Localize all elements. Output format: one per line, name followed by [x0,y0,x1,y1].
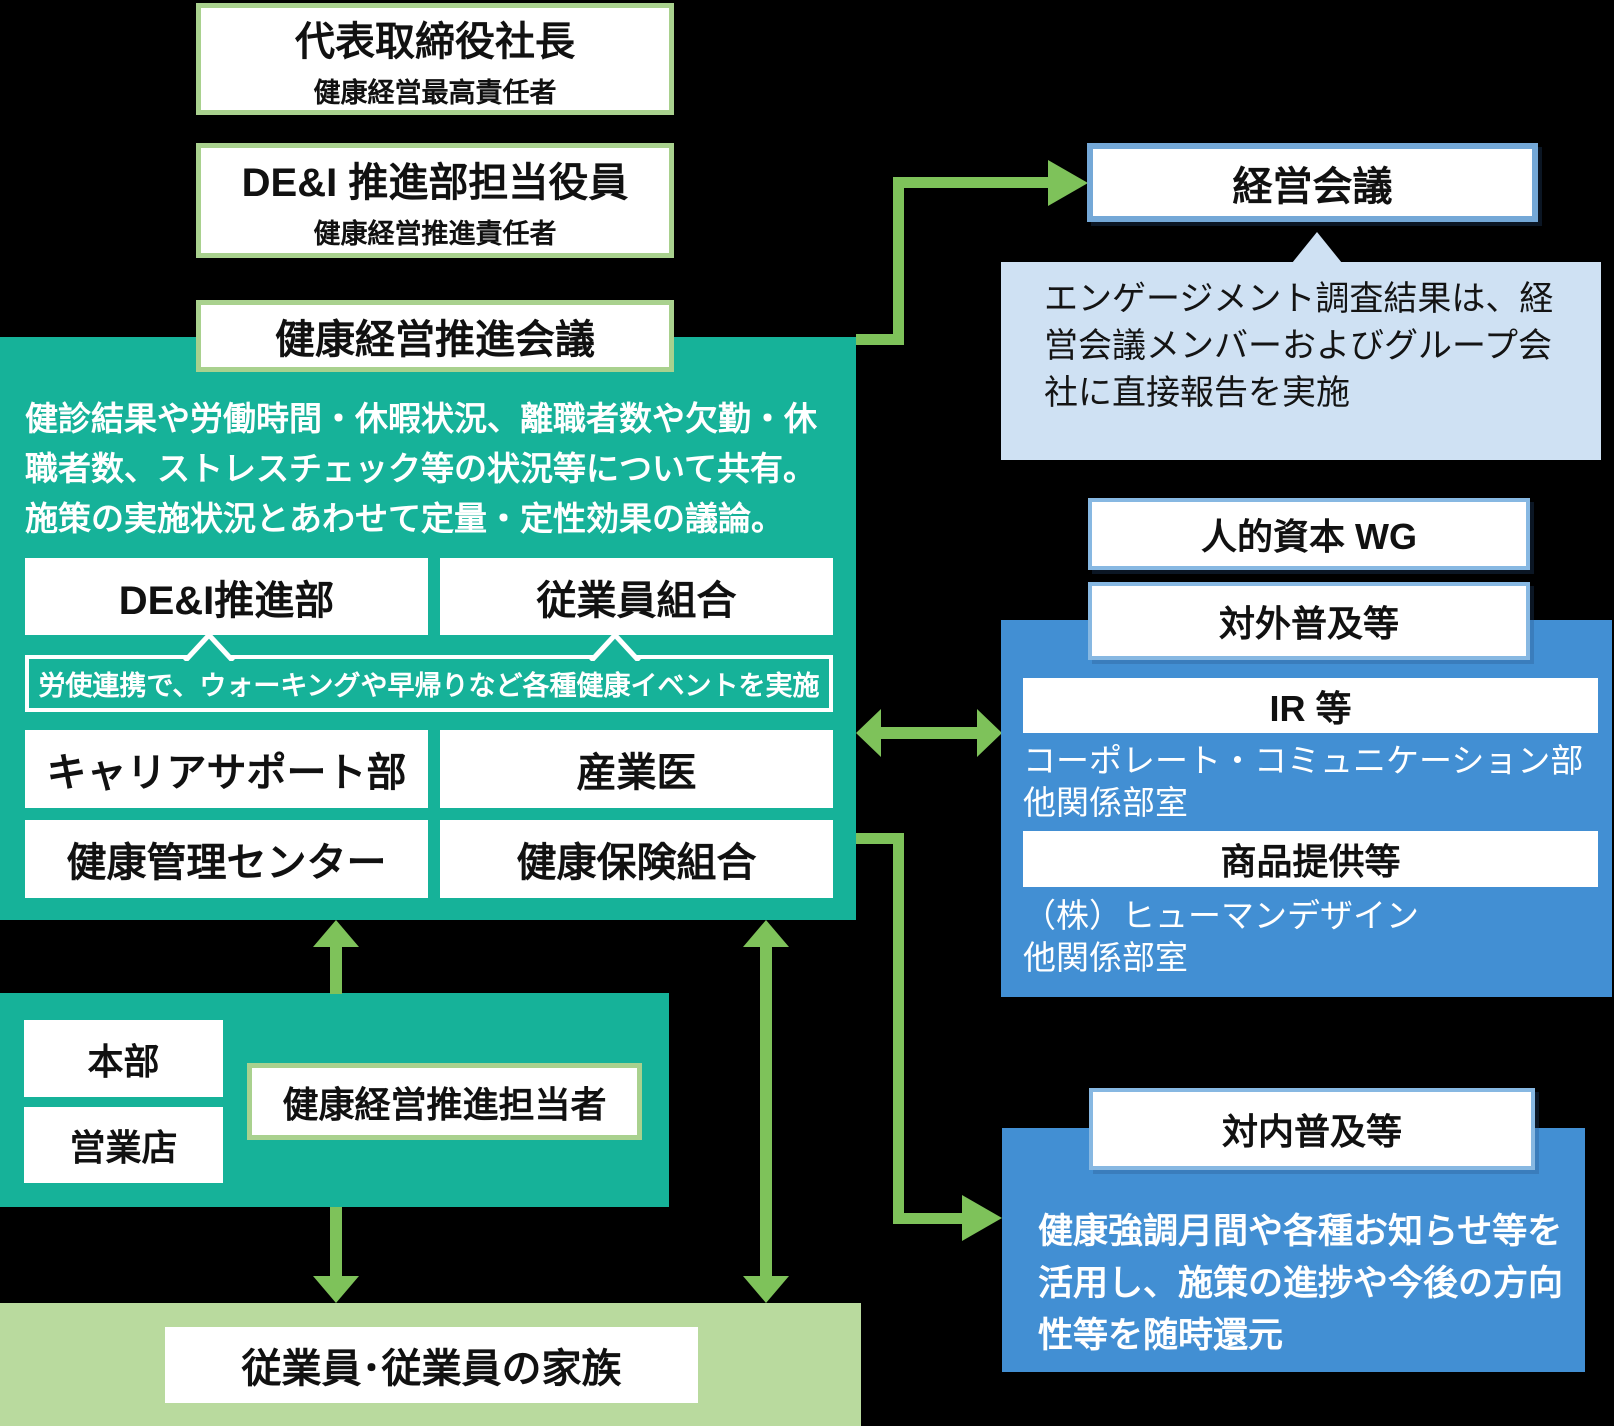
honbu-label: 本部 [87,1040,160,1082]
external-promotion-box: 対外普及等 [1088,582,1530,660]
management-meeting-box: 経営会議 [1087,143,1538,222]
elbow2-seg [893,1213,963,1224]
elbow2-head-icon [962,1195,1002,1241]
dei-officer-title: DE&I 推進部担当役員 [241,161,629,205]
elbow1-seg [893,177,904,345]
products-title: 商品提供等 [1220,841,1401,882]
arrow-up-shaft [330,945,342,994]
internal-promotion-box: 対内普及等 [1089,1088,1535,1170]
member-label: 健康管理センター [66,841,387,885]
double-arrow-down-head-icon [743,1276,789,1303]
double-arrow-up-head-icon [743,920,789,947]
member-label: DE&I推進部 [118,578,335,623]
arrow-up-head-icon [313,920,359,947]
arrow-down-head-icon [313,1276,359,1303]
member-box-insurance: 健康保険組合 [440,820,833,898]
dei-officer-box: DE&I 推進部担当役員 健康経営推進責任者 [196,143,674,258]
ir-box: IR 等 [1023,678,1598,733]
honbu-box: 本部 [24,1020,223,1097]
field-box: 本部 営業店 健康経営推進担当者 [0,993,669,1207]
dei-officer-subtitle: 健康経営推進責任者 [313,219,557,249]
member-box-union: 従業員組合 [440,558,833,635]
council-title: 健康経営推進会議 [275,318,595,362]
human-capital-wg-title: 人的資本 WG [1201,516,1417,557]
member-box-career: キャリアサポート部 [25,730,428,808]
internal-blue-panel: 健康強調月間や各種お知らせ等を 活用し、施策の進捗や今後の方向 性等を随時還元 [1002,1128,1585,1372]
labor-note-box: 労使連携で、ウォーキングや早帰りなど各種健康イベントを実施 [25,655,833,712]
callout-notch-icon [1292,232,1342,263]
member-label: 産業医 [576,751,697,795]
employees-band: 従業員･従業員の家族 [0,1303,861,1426]
member-label: キャリアサポート部 [46,751,407,795]
employees-box: 従業員･従業員の家族 [165,1327,698,1403]
elbow2-seg [893,833,904,1224]
products-box: 商品提供等 [1023,831,1598,887]
promoter-box: 健康経営推進担当者 [247,1063,642,1140]
internal-note-text: 健康強調月間や各種お知らせ等を 活用し、施策の進捗や今後の方向 性等を随時還元 [1038,1212,1564,1355]
elbow1-head-icon [1048,160,1088,206]
president-subtitle: 健康経営最高責任者 [313,77,557,108]
hdouble-shaft [878,727,980,739]
council-description: 健診結果や労働時間・休暇状況、離職者数や欠勤・休 職者数、ストレスチェック等の状… [25,400,817,537]
member-label: 健康保険組合 [516,841,757,885]
member-label: 従業員組合 [536,578,737,623]
council-title-box: 健康経営推進会議 [196,300,674,372]
external-blue-panel: IR 等 コーポレート・コミュニケーション部 他関係部室 商品提供等 （株）ヒュ… [1001,620,1612,997]
president-title: 代表取締役社長 [295,19,575,64]
eigyoten-label: 営業店 [69,1127,178,1168]
notch-up-icon [183,632,235,661]
elbow1-seg [893,177,1049,188]
eigyoten-box: 営業店 [24,1107,223,1183]
internal-promotion-title: 対内普及等 [1221,1111,1402,1152]
elbow1-seg [856,334,904,345]
member-box-dei: DE&I推進部 [25,558,428,635]
labor-note-text: 労使連携で、ウォーキングや早帰りなど各種健康イベントを実施 [38,671,820,701]
arrow-down-shaft [330,1207,342,1278]
employees-label: 従業員･従業員の家族 [241,1347,622,1391]
member-box-healthcenter: 健康管理センター [25,820,428,898]
council-box: 健診結果や労働時間・休暇状況、離職者数や欠勤・休 職者数、ストレスチェック等の状… [0,337,856,920]
engagement-callout: エンゲージメント調査結果は、経 営会議メンバーおよびグループ会 社に直接報告を実… [1001,232,1601,460]
president-box: 代表取締役社長 健康経営最高責任者 [196,3,674,115]
ir-title: IR 等 [1269,687,1352,729]
member-box-doctor: 産業医 [440,730,833,808]
management-meeting-title: 経営会議 [1232,164,1393,209]
external-promotion-title: 対外普及等 [1218,603,1399,644]
ir-departments: コーポレート・コミュニケーション部 他関係部室 [1023,742,1584,821]
engagement-callout-text: エンゲージメント調査結果は、経 営会議メンバーおよびグループ会 社に直接報告を実… [1044,280,1554,412]
double-arrow-shaft [760,945,772,1278]
promoter-label: 健康経営推進担当者 [282,1083,607,1125]
hdouble-right-head-icon [977,709,1002,757]
notch-up-icon [589,632,641,661]
products-departments: （株）ヒューマンデザイン 他関係部室 [1023,897,1419,976]
elbow2-seg [856,833,904,844]
hdouble-left-head-icon [856,709,881,757]
human-capital-wg-box: 人的資本 WG [1088,498,1530,570]
